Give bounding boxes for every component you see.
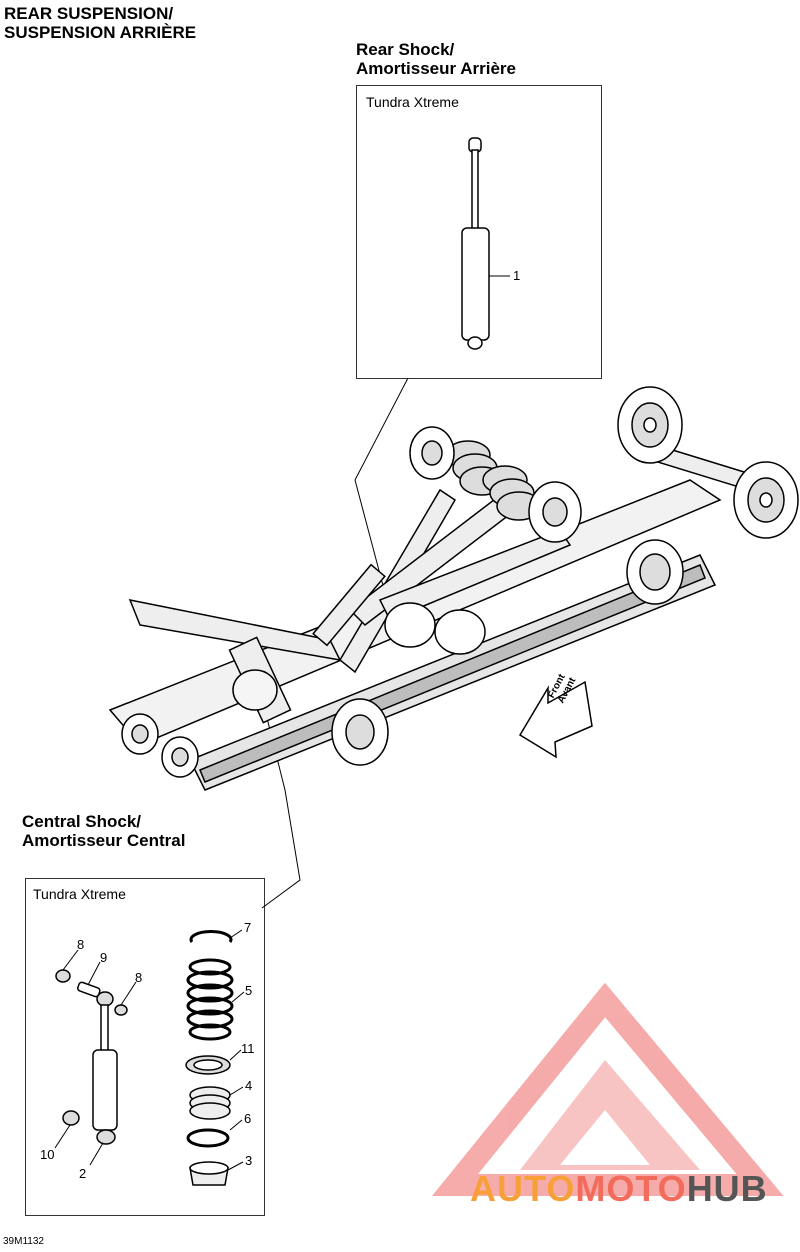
wheel-inner [384, 602, 486, 655]
watermark-text: AUTOMOTOHUB [470, 1168, 768, 1210]
label-part-4: 4 [245, 1078, 253, 1093]
rear-shock-title: Rear Shock/ Amortisseur Arrière [356, 40, 516, 78]
suspension-assembly [108, 439, 771, 791]
label-part-5: 5 [245, 983, 253, 998]
watermark-hub: HUB [686, 1168, 768, 1209]
wheel-mid-right [626, 539, 684, 605]
figure-code: 39M1132 [3, 1236, 44, 1247]
central-shock-parts [55, 930, 234, 1186]
front-arrow-icon [518, 680, 593, 759]
label-part-10: 10 [40, 1147, 55, 1162]
wheel-front-left [121, 713, 159, 755]
label-part-3: 3 [245, 1153, 253, 1168]
leader-rear-box [354, 377, 409, 481]
watermark-moto: MOTO [575, 1168, 687, 1209]
wheel-center-left [528, 481, 582, 543]
watermark-auto: AUTO [470, 1168, 576, 1209]
rear-shock-part [461, 137, 490, 350]
label-part-2: 2 [79, 1166, 87, 1181]
wheel-mid-left [409, 426, 455, 480]
central-shock-title: Central Shock/ Amortisseur Central [22, 812, 185, 850]
label-part-9: 9 [100, 950, 108, 965]
wheel-rear-right [733, 461, 799, 539]
wheel-front-right [161, 736, 199, 778]
label-part-8-right: 8 [135, 970, 143, 985]
label-rear-1: 1 [513, 268, 521, 283]
label-part-8-left: 8 [77, 937, 85, 952]
rear-shock-title-line2: Amortisseur Arrière [356, 59, 516, 78]
wheel-rear-left [617, 386, 683, 464]
label-part-7: 7 [244, 920, 252, 935]
central-shock-model: Tundra Xtreme [33, 886, 126, 902]
watermark-logo-icon [431, 982, 784, 1196]
central-leader-lines [54, 929, 245, 1171]
main-title: REAR SUSPENSION/ SUSPENSION ARRIÈRE [4, 4, 196, 42]
part-8-bushing [55, 969, 71, 983]
central-shock-title-line2: Amortisseur Central [22, 831, 186, 850]
central-shock-title-line1: Central Shock/ [22, 812, 142, 831]
label-part-6: 6 [244, 1111, 252, 1126]
wheel-front-middle [331, 698, 389, 766]
label-part-11: 11 [241, 1041, 255, 1056]
main-title-line2: SUSPENSION ARRIÈRE [4, 23, 197, 42]
rear-shock-title-line1: Rear Shock/ [356, 40, 455, 59]
rear-shock-model: Tundra Xtreme [366, 94, 459, 110]
main-title-line1: REAR SUSPENSION/ [4, 4, 174, 23]
